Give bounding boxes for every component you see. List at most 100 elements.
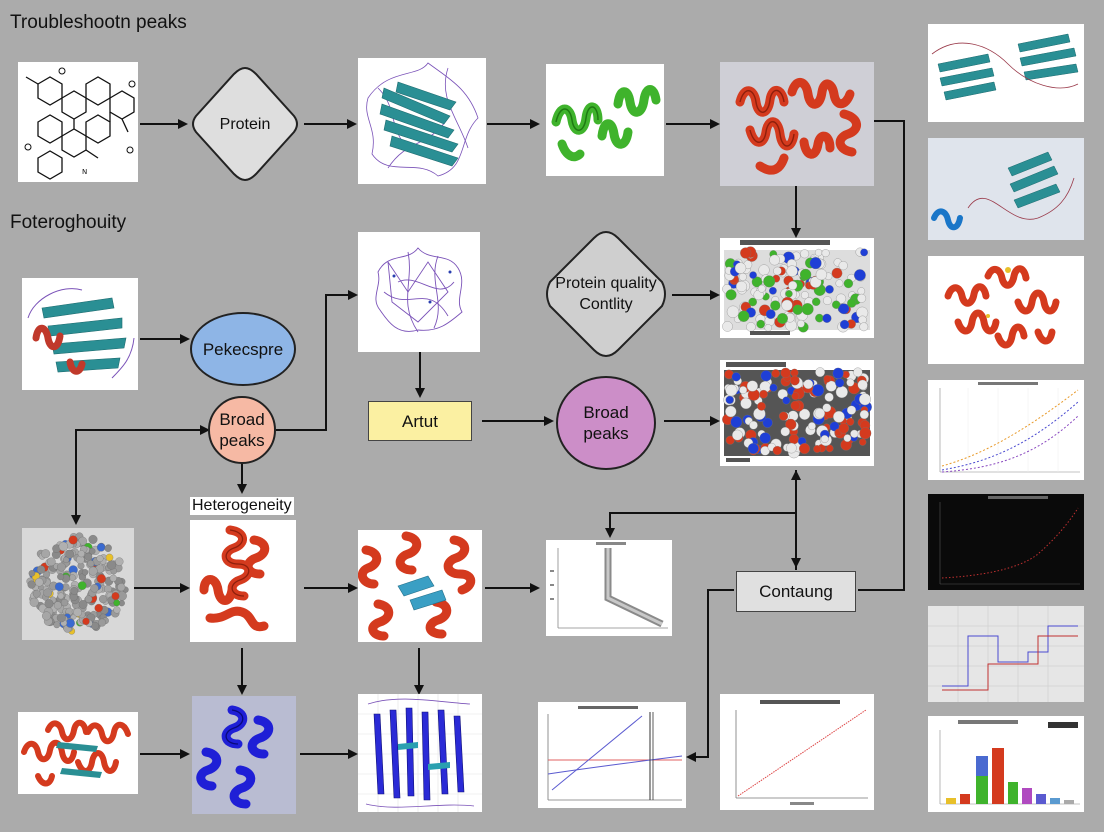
atom-sphere bbox=[770, 300, 781, 311]
atom-sphere bbox=[113, 606, 121, 614]
atom-sphere bbox=[757, 284, 766, 293]
atom-sphere bbox=[788, 280, 798, 291]
svg-text:N: N bbox=[82, 168, 87, 176]
atom-sphere bbox=[815, 367, 825, 378]
atom-sphere bbox=[857, 379, 868, 390]
atom-sphere bbox=[771, 369, 780, 378]
space-fill-image-2 bbox=[720, 360, 874, 466]
atom-sphere bbox=[722, 321, 733, 332]
atom-sphere bbox=[96, 543, 106, 552]
atom-sphere bbox=[65, 549, 75, 559]
atom-sphere bbox=[821, 249, 830, 258]
atom-sphere bbox=[801, 303, 814, 316]
atom-sphere bbox=[725, 289, 737, 301]
atom-sphere bbox=[789, 375, 800, 386]
atom-sphere bbox=[84, 552, 93, 561]
atom-sphere bbox=[57, 592, 65, 600]
atom-sphere bbox=[81, 569, 89, 576]
atom-sphere bbox=[811, 384, 825, 397]
atom-sphere bbox=[781, 299, 793, 311]
atom-sphere bbox=[740, 247, 752, 259]
atom-sphere bbox=[797, 319, 805, 328]
atom-sphere bbox=[820, 435, 829, 443]
atom-sphere bbox=[760, 446, 770, 456]
atom-sphere bbox=[831, 267, 843, 279]
atom-sphere bbox=[747, 443, 759, 454]
atom-sphere bbox=[73, 607, 82, 617]
atom-sphere bbox=[32, 589, 41, 598]
atom-sphere bbox=[778, 411, 789, 421]
teal-red-protein-image bbox=[22, 278, 138, 390]
arrow-broad-to-mesh bbox=[276, 290, 358, 431]
atom-sphere bbox=[814, 408, 825, 419]
atom-sphere bbox=[111, 592, 120, 601]
atom-sphere bbox=[835, 293, 847, 304]
atom-sphere bbox=[106, 560, 117, 570]
atom-sphere bbox=[58, 541, 69, 552]
atom-sphere bbox=[65, 618, 75, 628]
atom-sphere bbox=[104, 545, 112, 552]
atom-sphere bbox=[70, 587, 79, 595]
atom-sphere bbox=[859, 393, 871, 406]
atom-sphere bbox=[854, 269, 866, 281]
thumb-red-globule bbox=[928, 256, 1084, 364]
atom-sphere bbox=[813, 445, 821, 453]
atom-sphere bbox=[757, 401, 766, 411]
atom-sphere bbox=[78, 600, 88, 609]
atom-sphere bbox=[63, 556, 70, 564]
atom-sphere bbox=[800, 249, 810, 259]
purple-mesh-image bbox=[358, 232, 480, 352]
atom-sphere bbox=[832, 300, 841, 309]
atom-sphere bbox=[115, 557, 124, 566]
atom-sphere bbox=[56, 562, 66, 572]
atom-sphere bbox=[762, 417, 773, 428]
arrow-to-broad-from-left bbox=[75, 425, 210, 523]
atom-sphere bbox=[843, 278, 854, 289]
atom-sphere bbox=[739, 386, 748, 395]
atom-sphere bbox=[822, 403, 832, 413]
red-helix-image bbox=[720, 62, 874, 186]
artut-node: Artut bbox=[368, 401, 472, 441]
atom-sphere bbox=[769, 254, 780, 266]
protein-diamond: Protein bbox=[186, 64, 304, 184]
atom-sphere bbox=[815, 268, 828, 281]
thumb-scatter-lines bbox=[928, 380, 1084, 480]
atom-sphere bbox=[786, 265, 798, 277]
atom-sphere bbox=[773, 266, 782, 276]
protein-quality-label: Protein quality Contlity bbox=[555, 275, 657, 313]
atom-sphere bbox=[88, 547, 96, 555]
atom-sphere bbox=[839, 319, 850, 330]
atom-sphere bbox=[832, 367, 844, 379]
thumb-teal-blue bbox=[928, 138, 1084, 240]
red-helix-image-2 bbox=[190, 520, 296, 642]
atom-sphere bbox=[42, 611, 51, 621]
atom-sphere bbox=[847, 298, 857, 308]
line-red-to-contaung bbox=[858, 120, 905, 591]
atom-sphere bbox=[799, 443, 810, 455]
atom-sphere bbox=[36, 565, 46, 574]
pekecspre-node: Pekecspre bbox=[190, 312, 296, 386]
atom-sphere bbox=[786, 442, 797, 454]
line-graph-image-2 bbox=[538, 702, 686, 808]
atom-sphere bbox=[807, 422, 816, 431]
atom-sphere bbox=[838, 423, 850, 434]
atom-sphere bbox=[96, 574, 106, 584]
atom-sphere bbox=[792, 304, 803, 315]
atom-sphere bbox=[777, 313, 788, 324]
atom-sphere bbox=[825, 285, 834, 294]
atom-sphere bbox=[835, 279, 844, 288]
arrow-contaung-to-bottom-graph bbox=[686, 589, 734, 762]
atom-sphere bbox=[812, 297, 821, 306]
atom-sphere bbox=[47, 557, 56, 567]
atom-sphere bbox=[53, 601, 62, 610]
atom-sphere bbox=[749, 271, 757, 279]
atom-sphere bbox=[96, 555, 104, 563]
atom-sphere bbox=[760, 370, 772, 382]
atom-sphere bbox=[859, 427, 872, 440]
atom-sphere bbox=[94, 603, 103, 613]
atom-sphere bbox=[725, 435, 735, 445]
atom-sphere bbox=[53, 621, 61, 629]
atom-sphere bbox=[68, 535, 78, 545]
atom-sphere bbox=[88, 534, 98, 544]
